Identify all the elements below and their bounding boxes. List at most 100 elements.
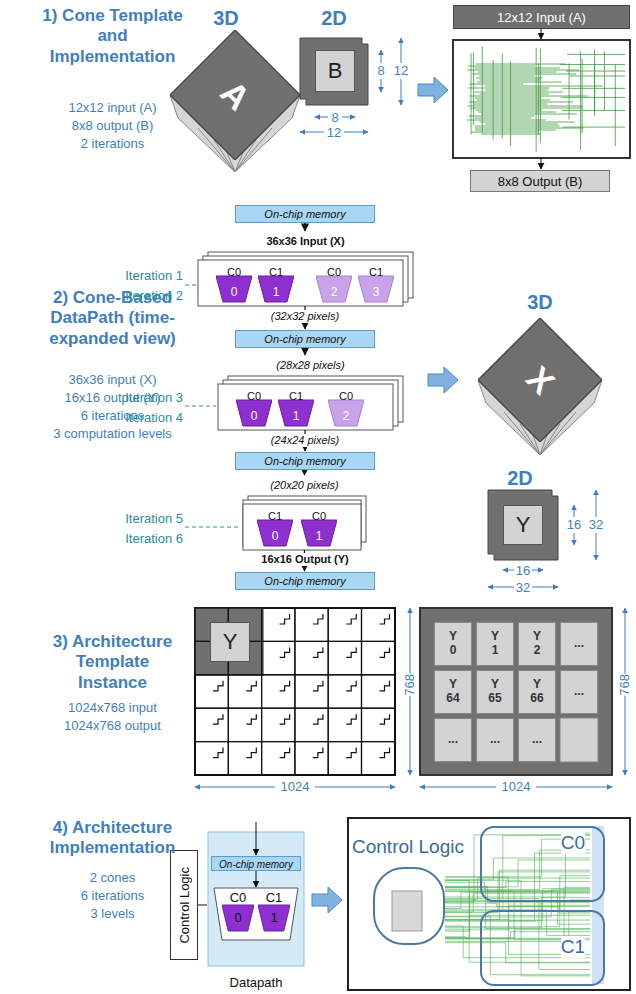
output-size: 16x16 Output (Y): [225, 553, 385, 566]
stroke: [474, 92, 563, 93]
stroke: [475, 68, 560, 69]
grid-tiles: [195, 608, 395, 775]
stroke: [468, 106, 583, 107]
section-heading: 4) Architecture Implementation: [40, 818, 185, 859]
cone-diamond: A: [170, 30, 300, 160]
cone-unit: C01: [301, 507, 337, 547]
node-text: On-chip memory: [212, 859, 300, 870]
region-outline: [374, 868, 444, 944]
stroke: [510, 61, 511, 146]
stroke: [228, 708, 261, 741]
iteration-lines: [185, 285, 241, 527]
stroke: [313, 681, 323, 691]
view-label: 2D: [500, 466, 540, 490]
stroke: [195, 708, 228, 741]
stroke: [346, 614, 356, 624]
stroke: [468, 70, 580, 71]
stroke: [563, 127, 625, 128]
stroke: [313, 614, 323, 624]
stroke: [380, 647, 390, 657]
node-text: Y 2: [533, 630, 541, 658]
section-note: 3 levels: [40, 906, 185, 922]
input-box: 12x12 Input (A): [453, 5, 630, 29]
dimension: 12: [324, 125, 344, 141]
cone-name: C1: [257, 507, 293, 522]
iteration-label: Iteration 2: [95, 288, 183, 304]
cone-unit: C02: [316, 263, 352, 303]
stroke: [380, 748, 390, 758]
node-text: On-chip memory: [264, 455, 345, 467]
iteration-number: 1: [278, 400, 314, 429]
stroke: [228, 742, 261, 775]
stroke: [475, 128, 584, 129]
stroke: [502, 54, 503, 139]
dimension: 1024: [496, 779, 536, 795]
node-text: ...: [532, 733, 542, 747]
cone-unit: C00: [236, 387, 272, 427]
node-text: (28x28 pixels): [214, 356, 407, 371]
stroke: [328, 641, 361, 674]
view-label: 3D: [520, 290, 560, 314]
stroke: [469, 116, 535, 117]
stroke: [480, 122, 575, 123]
stroke: [493, 60, 494, 139]
node-text: Y 64: [446, 678, 459, 706]
node-text: On-chip memory: [264, 208, 345, 220]
stroke: [471, 53, 472, 134]
node-text: C1: [561, 936, 585, 958]
cone-diamond: X: [478, 318, 602, 442]
stroke: [346, 748, 356, 758]
memory-box: On-chip memory: [211, 856, 301, 871]
stroke: [262, 708, 295, 741]
node-text: Y: [223, 629, 238, 655]
stroke: [445, 910, 590, 936]
dimension: 16: [565, 517, 583, 533]
output-cell: [560, 718, 598, 762]
stroke: [562, 110, 625, 111]
node-text: ...: [574, 685, 584, 699]
cone-name: C1: [358, 263, 394, 278]
pixel-size: (24x24 pixels): [240, 434, 370, 447]
block-arrow: [418, 77, 448, 103]
tile-square: [300, 38, 368, 105]
cone-unit: C11: [258, 892, 290, 932]
stroke: [562, 88, 625, 89]
stroke: [475, 110, 542, 111]
stroke: [485, 90, 548, 91]
iteration-number: 0: [216, 276, 252, 305]
stroke: [380, 681, 390, 691]
stroke: [478, 72, 557, 73]
flow-arrow: [304, 348, 305, 355]
dimension: 8: [374, 63, 388, 79]
stroke: [445, 926, 590, 958]
node-text: Y 66: [530, 678, 543, 706]
stroke: [228, 675, 261, 708]
output-tile: Y 64: [434, 670, 472, 714]
iteration-number: 1: [301, 520, 337, 549]
stroke: [561, 97, 625, 98]
node-text: Y: [516, 512, 531, 538]
stroke: [445, 912, 590, 939]
stroke: [362, 742, 395, 775]
output-tile: Y 66: [518, 670, 556, 714]
dimension-arrows: [300, 38, 401, 132]
stroke: [445, 916, 590, 975]
stroke: [280, 614, 290, 624]
section-note: 8x8 output (B): [40, 118, 185, 134]
stroke: [213, 681, 223, 691]
stroke: [195, 608, 263, 675]
computation-level: 36x36 Input (X)C00C11C02C13: [194, 232, 417, 306]
iteration-number: 1: [258, 276, 294, 305]
stroke: [445, 905, 590, 930]
node-text: Y 65: [488, 678, 501, 706]
cone-unit: C11: [278, 387, 314, 427]
section-note: 3 computation levels: [40, 426, 185, 442]
stroke: [246, 681, 256, 691]
node-text: Control Logic: [352, 836, 464, 858]
diamond-outline: [170, 30, 300, 160]
stroke: [445, 878, 590, 900]
block-arrow: [428, 367, 458, 393]
dimension: 1024: [275, 779, 315, 795]
cone-unit: C00: [216, 263, 252, 303]
node-text: C0: [561, 832, 585, 854]
